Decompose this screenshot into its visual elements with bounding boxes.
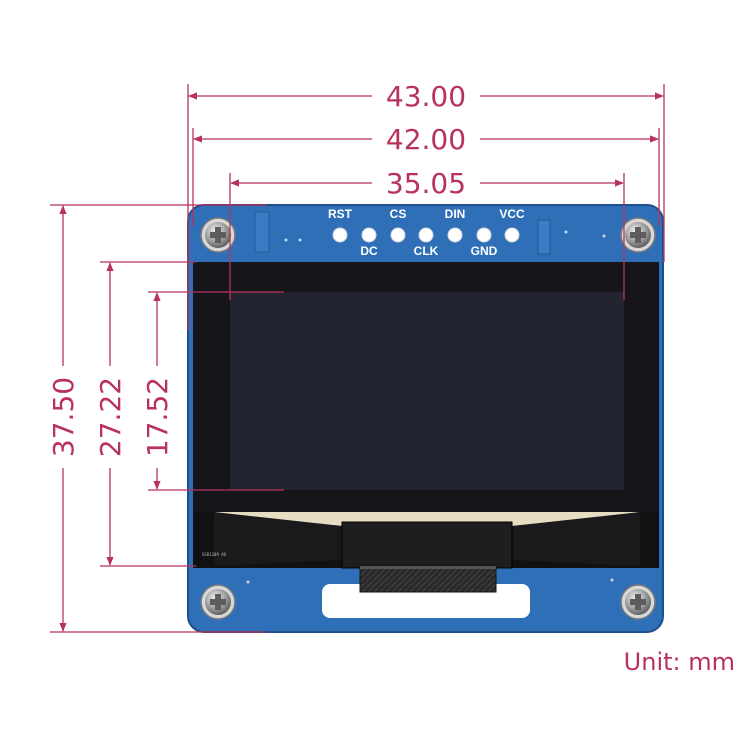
active-area (230, 292, 624, 490)
flex-cable (322, 565, 530, 618)
oled-glass: SSD1309 AO (193, 262, 659, 569)
pin-hole (504, 227, 520, 243)
pin-label-vcc: VCC (499, 207, 525, 221)
dimension-height-glass: 27.22 (94, 262, 127, 566)
dim-label-width-total: 43.00 (386, 80, 466, 113)
dimension-height-active: 17.52 (141, 292, 174, 490)
pin-label-rst: RST (328, 207, 353, 221)
dimension-width-active: 35.05 (230, 167, 624, 200)
dim-label-height-glass: 27.22 (94, 377, 127, 457)
pin-hole (418, 227, 434, 243)
screw-icon (200, 217, 236, 253)
header-pins: RST CS DIN VCC DC CLK GND (328, 207, 525, 258)
pin-label-dc: DC (360, 244, 378, 258)
pin-hole (447, 227, 463, 243)
dimension-height-total: 37.50 (47, 205, 80, 632)
module-label: 1.54inch OLED Module (345, 604, 508, 621)
pin-label-din: DIN (445, 207, 466, 221)
dimension-width-pcb: 42.00 (193, 123, 659, 156)
screw-icon (620, 217, 656, 253)
chip-code: SSD1309 AO (202, 552, 227, 557)
dim-label-width-active: 35.05 (386, 167, 466, 200)
unit-label: Unit: mm (624, 648, 735, 676)
pin-label-cs: CS (390, 207, 407, 221)
pin-hole (332, 227, 348, 243)
dim-label-width-pcb: 42.00 (386, 123, 466, 156)
screw-icon (200, 584, 236, 620)
dim-label-height-total: 37.50 (47, 377, 80, 457)
pin-label-clk: CLK (414, 244, 439, 258)
dim-label-height-active: 17.52 (141, 377, 174, 457)
dimension-lines (50, 84, 665, 633)
pin-hole (476, 227, 492, 243)
screw-icon (620, 584, 656, 620)
pin-hole (390, 227, 406, 243)
pin-hole (361, 227, 377, 243)
dimension-width-total: 43.00 (188, 80, 664, 113)
pin-label-gnd: GND (471, 244, 498, 258)
